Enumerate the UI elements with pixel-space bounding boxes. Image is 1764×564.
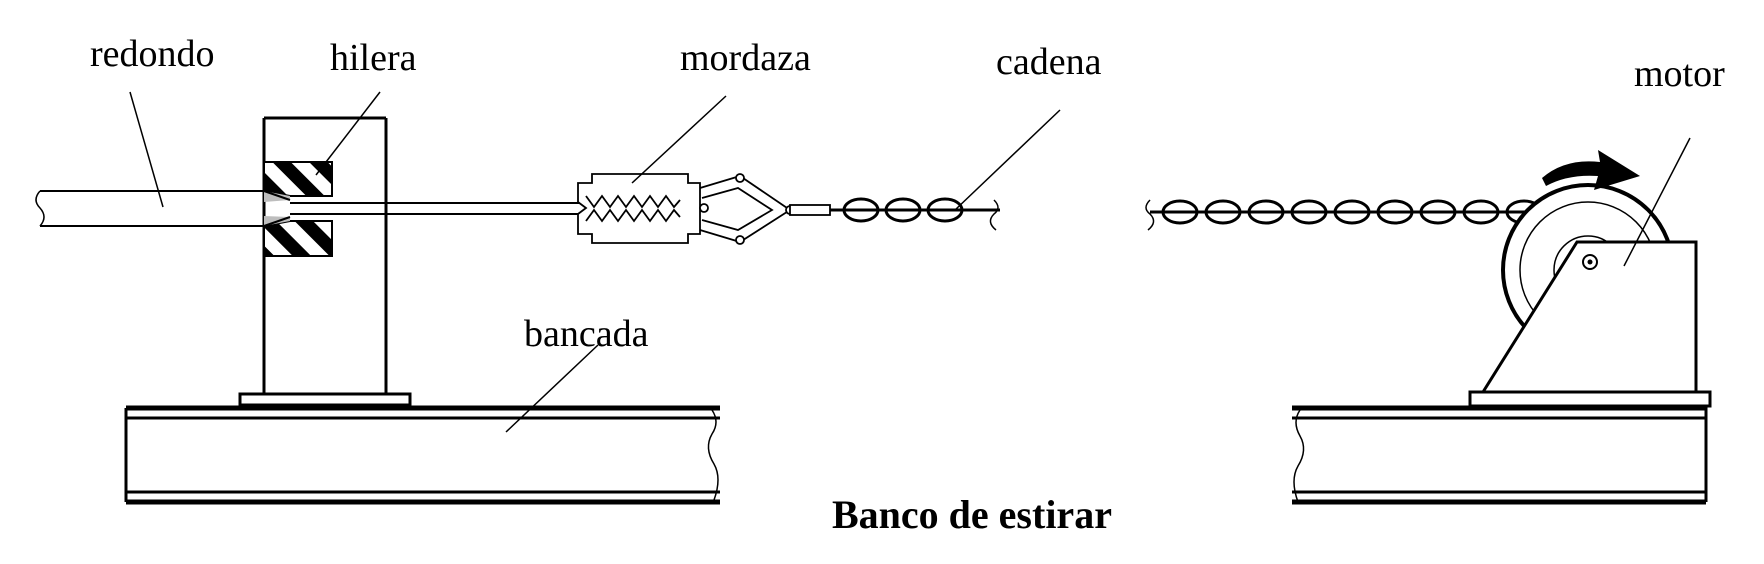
break-line-icon — [1145, 199, 1155, 231]
round-bar — [35, 190, 291, 227]
bed-left — [124, 405, 720, 505]
break-line-icon — [1293, 409, 1305, 503]
leader-lines — [129, 91, 1691, 433]
curved-arrow-icon — [1542, 150, 1640, 190]
bed-right — [1292, 396, 1708, 505]
break-line-icon — [989, 199, 999, 231]
grip-mordaza — [577, 173, 831, 245]
drawn-wire — [290, 202, 590, 215]
break-line-icon — [707, 409, 719, 501]
label-bancada: bancada — [524, 313, 649, 355]
diagram-caption: Banco de estirar — [832, 492, 1112, 537]
break-line-icon — [35, 190, 45, 227]
label-cadena: cadena — [996, 41, 1102, 83]
label-hilera: hilera — [330, 37, 417, 79]
die-hilera — [263, 161, 333, 257]
label-motor: motor — [1634, 53, 1725, 95]
motor-housing — [1468, 240, 1712, 408]
chain-right — [1145, 199, 1543, 231]
label-mordaza: mordaza — [680, 37, 811, 79]
label-redondo: redondo — [90, 33, 215, 75]
chain-left — [830, 197, 1000, 231]
